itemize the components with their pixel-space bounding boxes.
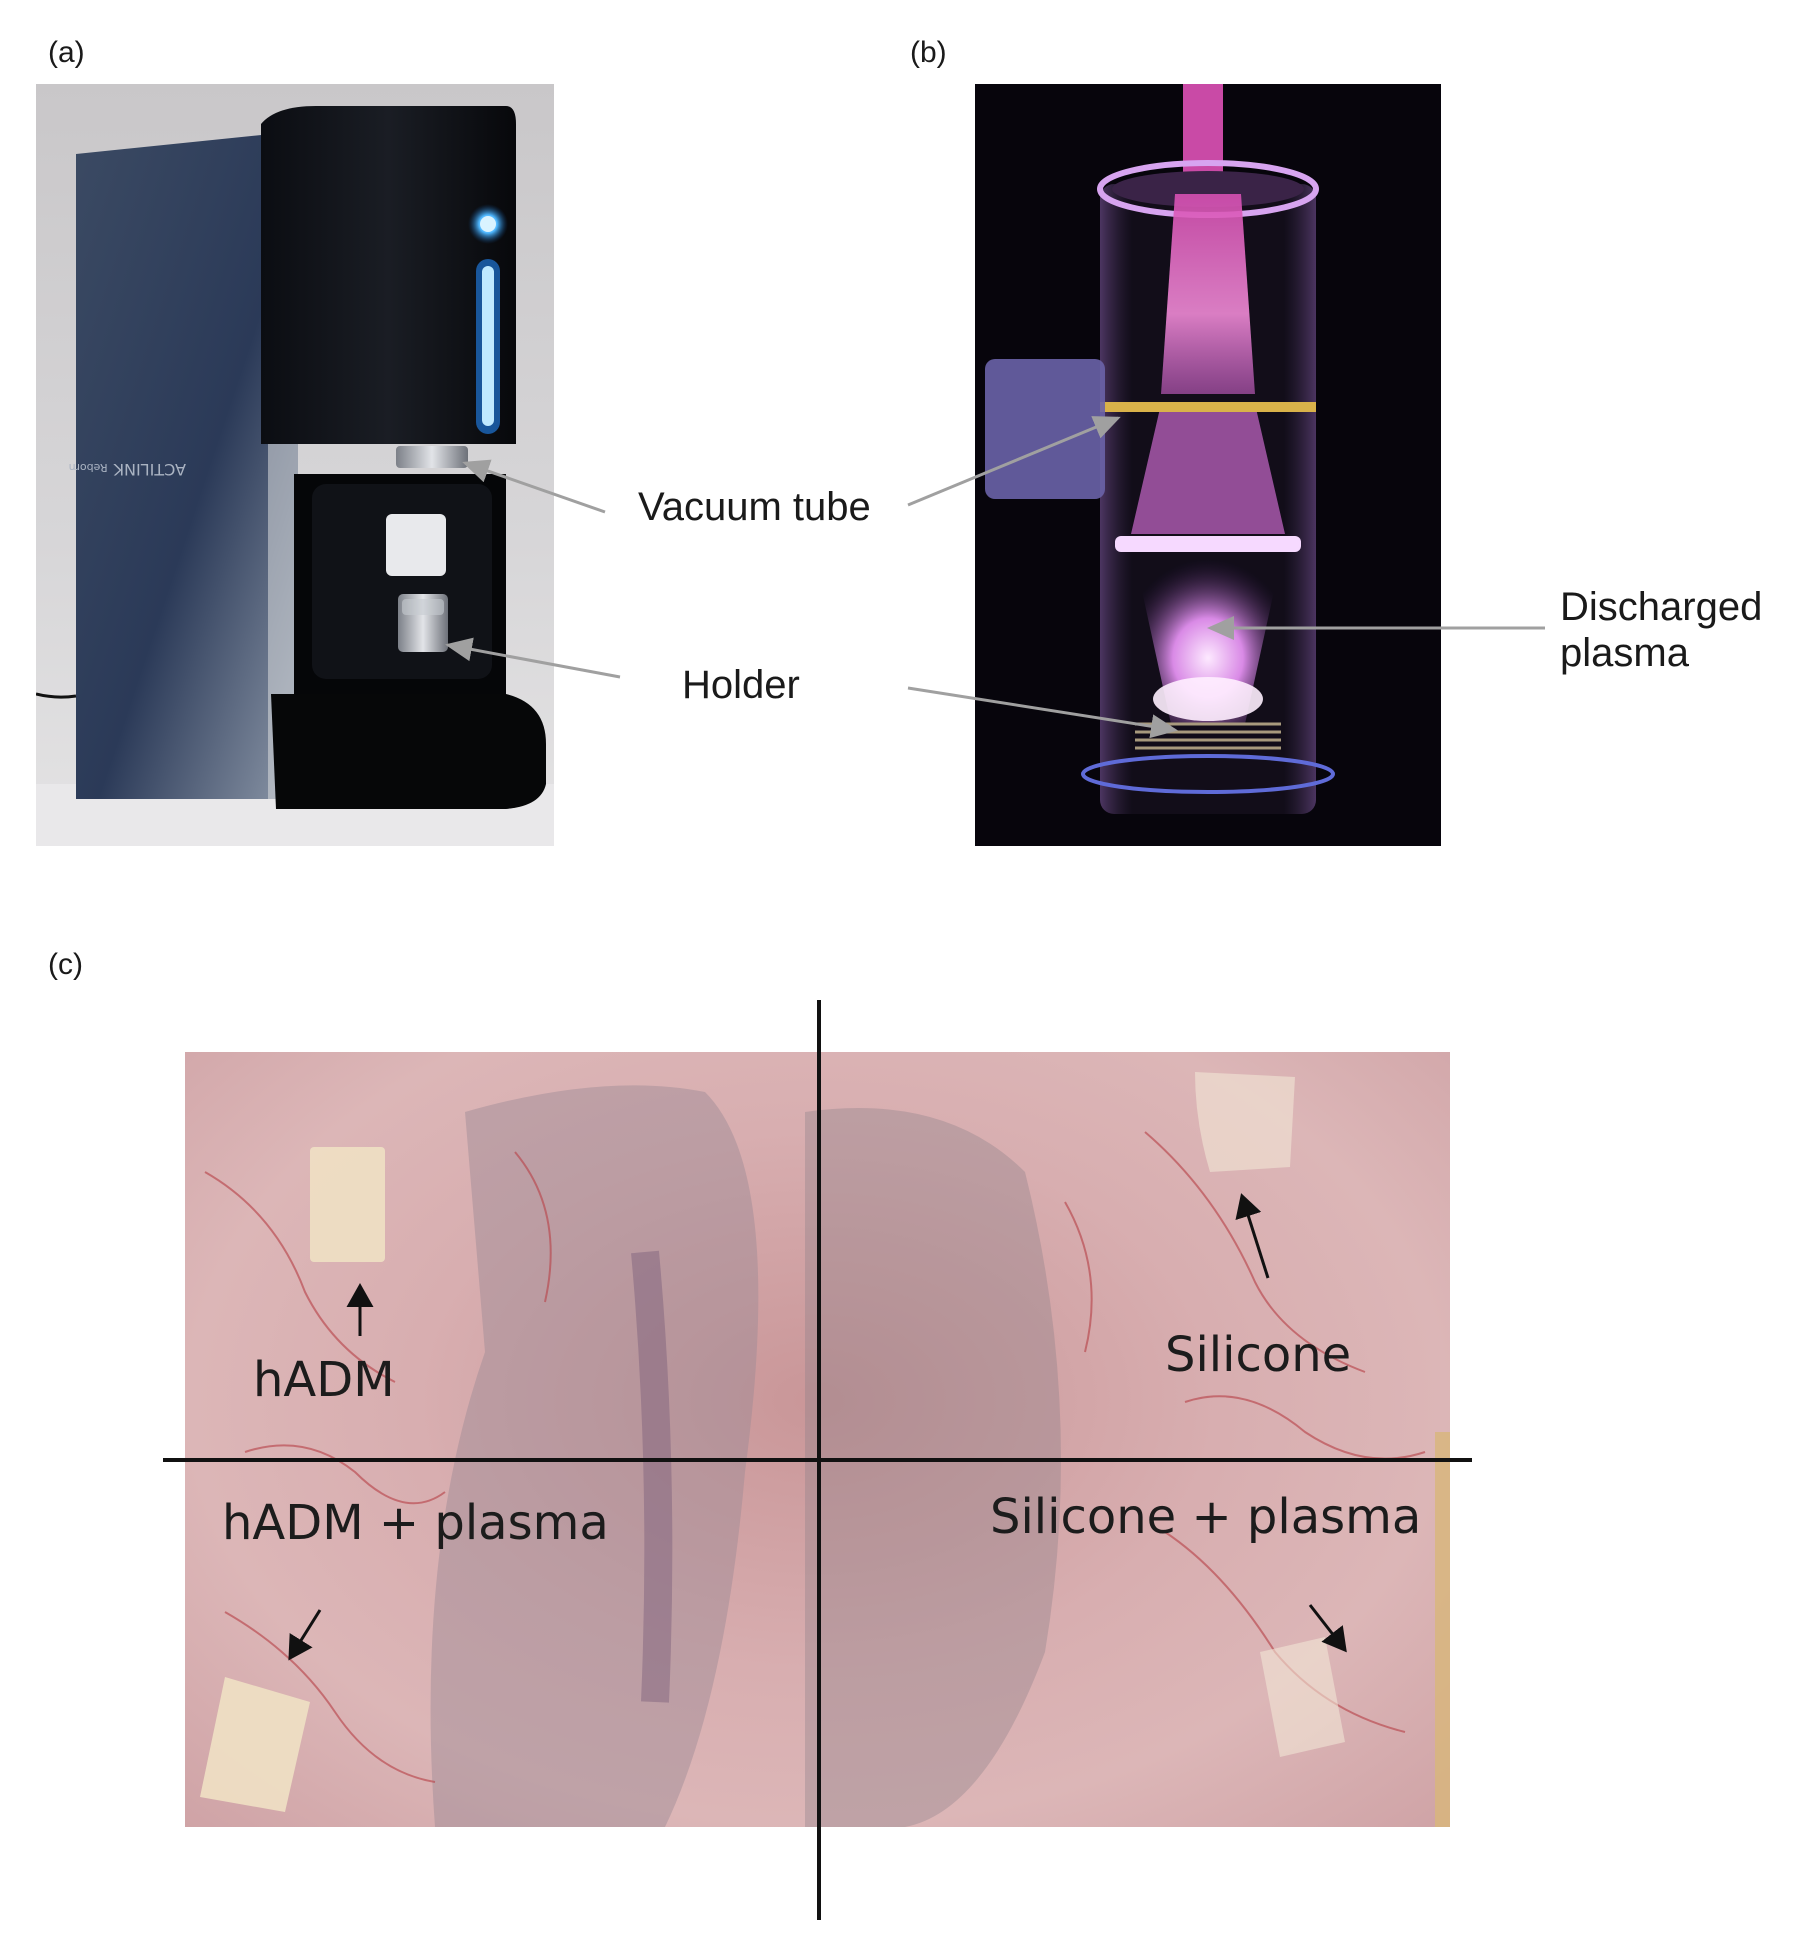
panel-b-label: (b) bbox=[910, 36, 947, 69]
label-hadm: hADM bbox=[253, 1352, 395, 1408]
plasma-photo bbox=[975, 84, 1441, 846]
panel-c-label: (c) bbox=[48, 948, 83, 981]
label-silicone: Silicone bbox=[1165, 1327, 1352, 1383]
tissue-illustration bbox=[200, 1072, 1450, 1827]
device-illustration: ACTILINKReborn bbox=[36, 106, 554, 846]
label-hadm-plasma: hADM + plasma bbox=[222, 1495, 609, 1551]
vacuum-tube-label: Vacuum tube bbox=[638, 485, 871, 529]
label-silicone-plasma: Silicone + plasma bbox=[990, 1489, 1422, 1545]
holder-label: Holder bbox=[682, 663, 800, 707]
device-photo: ACTILINKReborn bbox=[36, 84, 554, 846]
device-brand-text: ACTILINKReborn bbox=[69, 460, 186, 479]
discharged-plasma-line1: Discharged bbox=[1560, 585, 1763, 629]
plasma-illustration bbox=[985, 84, 1335, 814]
discharged-plasma-line2: plasma bbox=[1560, 631, 1689, 675]
tissue-photo bbox=[185, 1052, 1450, 1827]
panel-a-label: (a) bbox=[48, 36, 85, 69]
discharged-plasma-label: Discharged plasma bbox=[1560, 584, 1762, 676]
